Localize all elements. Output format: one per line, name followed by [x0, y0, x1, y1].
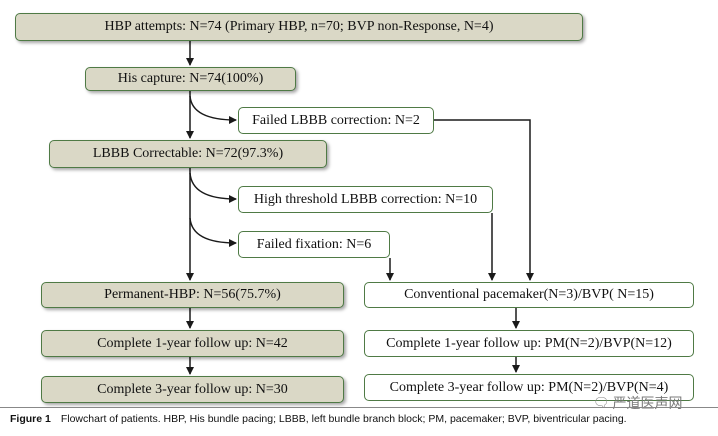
- box-his-capture: His capture: N=74(100%): [85, 67, 296, 91]
- box-right-3yr-follow-up: Complete 3-year follow up: PM(N=2)/BVP(N…: [364, 374, 694, 401]
- box-left-1yr-follow-up: Complete 1-year follow up: N=42: [41, 330, 344, 357]
- arrow-capture-to-failed-lbbb: [189, 95, 237, 124]
- box-lbbb-correctable: LBBB Correctable: N=72(97.3%): [49, 140, 327, 168]
- flowchart-connectors: [186, 41, 534, 375]
- box-permanent-hbp: Permanent-HBP: N=56(75.7%): [41, 282, 344, 308]
- box-failed-fixation: Failed fixation: N=6: [238, 231, 390, 258]
- caption-rule: [0, 407, 718, 408]
- watermark: 🗨 严道医声网: [593, 393, 683, 413]
- caption-text: Flowchart of patients. HBP, His bundle p…: [60, 413, 627, 425]
- figure-label: Figure 1: [10, 413, 51, 425]
- box-high-threshold-lbbb: High threshold LBBB correction: N=10: [238, 186, 493, 213]
- wechat-icon: 🗨: [593, 395, 610, 411]
- box-conventional-pacemaker: Conventional pacemaker(N=3)/BVP( N=15): [364, 282, 694, 308]
- arrow-failed-lbbb-to-conventional: [434, 119, 534, 281]
- figure-caption: Figure 1 Flowchart of patients. HBP, His …: [10, 413, 708, 425]
- watermark-text: 严道医声网: [612, 396, 683, 412]
- box-hbp-attempts: HBP attempts: N=74 (Primary HBP, n=70; B…: [15, 13, 583, 41]
- arrow-correctable-to-high-threshold: [189, 172, 237, 203]
- box-failed-lbbb-correction: Failed LBBB correction: N=2: [238, 107, 434, 134]
- box-right-1yr-follow-up: Complete 1-year follow up: PM(N=2)/BVP(N…: [364, 330, 694, 357]
- box-left-3yr-follow-up: Complete 3-year follow up: N=30: [41, 376, 344, 403]
- arrow-correctable-to-failed-fixation: [189, 217, 237, 247]
